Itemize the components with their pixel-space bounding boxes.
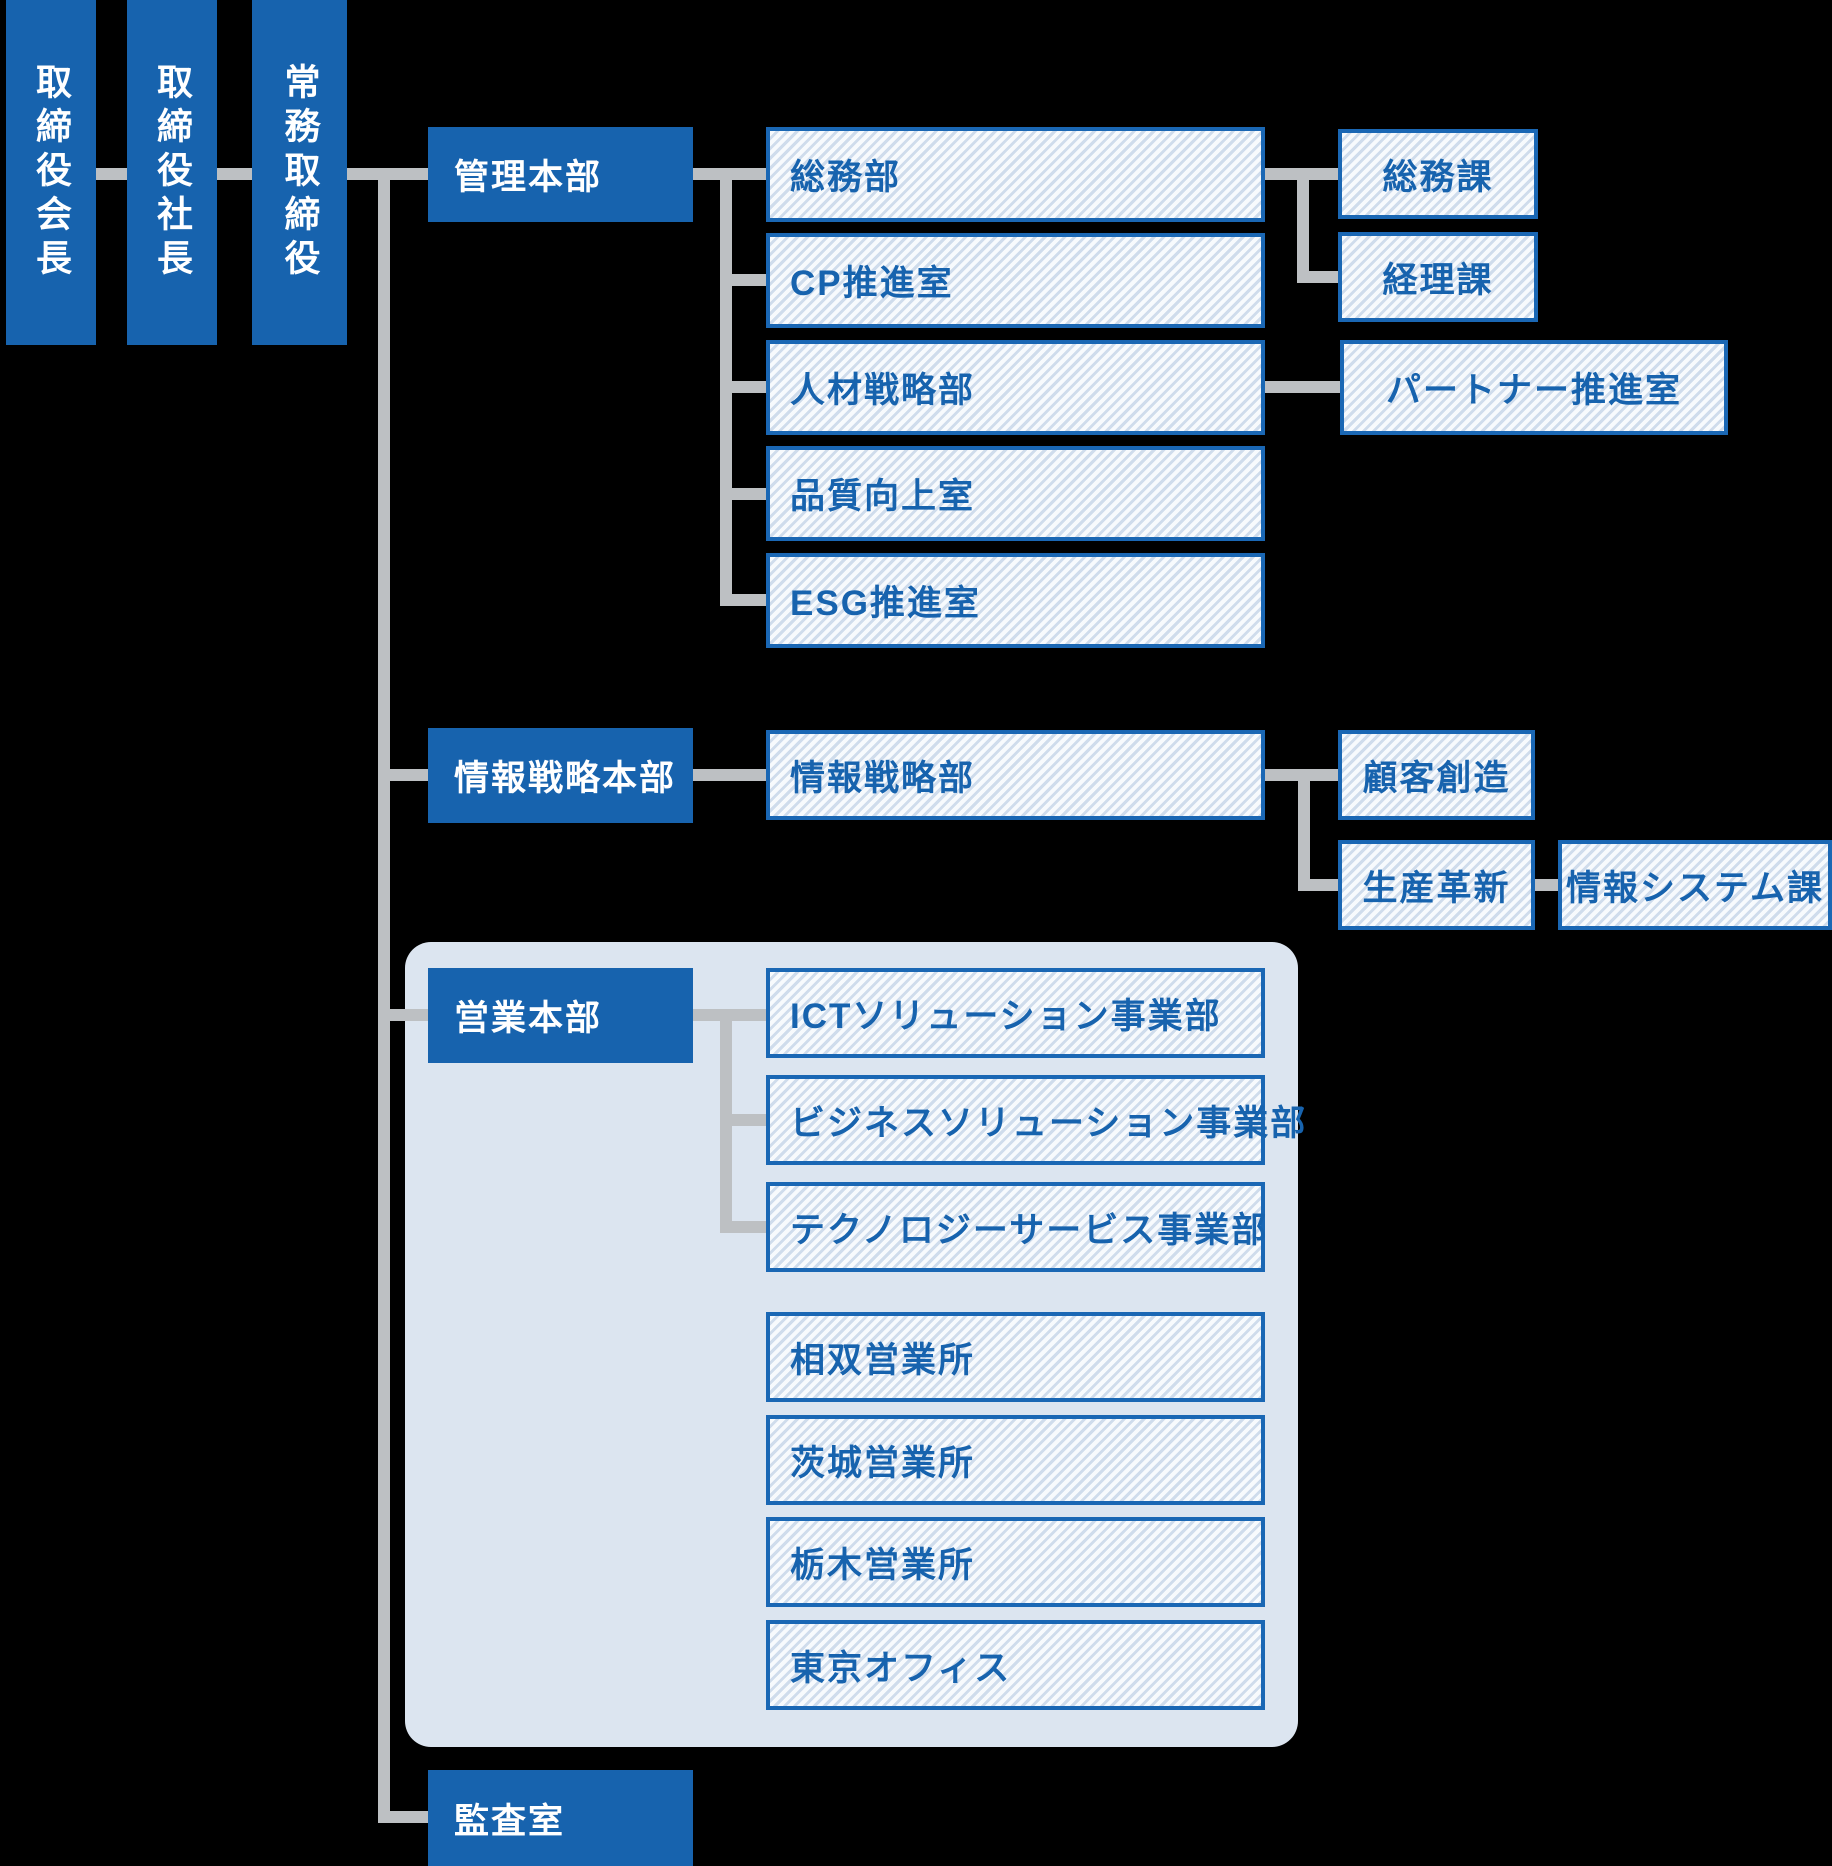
- connector-seisan-system: [1534, 879, 1558, 891]
- connector-sales-stub-tech: [720, 1221, 766, 1233]
- node-business-solution-dept: ビジネスソリューション事業部: [766, 1075, 1305, 1165]
- connector-admin-stub-hinshitsu: [720, 488, 766, 500]
- node-hr-strategy-dept: 人材戦略部: [766, 340, 1265, 435]
- node-general-affairs-section: 総務課: [1338, 129, 1538, 219]
- exec-president: 取締役社長: [127, 0, 217, 345]
- node-quality-improvement-office: 品質向上室: [766, 446, 1265, 541]
- connector-admin-stub-cp: [720, 274, 766, 286]
- connector-sales-stub-business: [720, 1114, 766, 1126]
- node-general-affairs-dept: 総務部: [766, 127, 1265, 222]
- node-tokyo-office: 東京オフィス: [766, 1620, 1265, 1710]
- connector-admin-stub-jinzai: [720, 381, 766, 393]
- node-production-innovation: 生産革新: [1338, 840, 1535, 930]
- node-customer-creation: 顧客創造: [1338, 730, 1535, 820]
- node-soso-sales-office: 相双営業所: [766, 1312, 1265, 1402]
- connector-info-branch: [1298, 769, 1310, 891]
- connector-admin-stub-esg: [720, 594, 766, 606]
- node-esg-promotion-office: ESG推進室: [766, 553, 1265, 648]
- connector-trunk-info: [390, 769, 428, 781]
- node-admin-division: 管理本部: [428, 127, 693, 222]
- node-ict-solution-dept: ICTソリューション事業部: [766, 968, 1265, 1058]
- exec-chairman: 取締役会長: [6, 0, 96, 345]
- connector-soumu-branch: [1297, 168, 1309, 283]
- connector-soumu-stub-keiri: [1297, 271, 1338, 283]
- node-info-strategy-division: 情報戦略本部: [428, 728, 693, 823]
- node-info-strategy-dept: 情報戦略部: [766, 730, 1265, 820]
- connector-main-trunk: [378, 168, 390, 1823]
- exec-managing-director: 常務取締役: [252, 0, 347, 345]
- node-ibaraki-sales-office: 茨城営業所: [766, 1415, 1265, 1505]
- node-info-system-section: 情報システム課: [1558, 840, 1832, 930]
- node-sales-division: 営業本部: [428, 968, 693, 1063]
- node-tochigi-sales-office: 栃木営業所: [766, 1517, 1265, 1607]
- node-partner-promotion-office: パートナー推進室: [1340, 340, 1728, 435]
- node-technology-service-dept: テクノロジーサービス事業部: [766, 1182, 1266, 1272]
- node-accounting-section: 経理課: [1338, 232, 1538, 322]
- connector-jinzai-partner: [1261, 381, 1340, 393]
- node-audit-office: 監査室: [428, 1770, 693, 1866]
- node-cp-promotion-office: CP推進室: [766, 233, 1265, 328]
- connector-trunk-sales: [390, 1009, 428, 1021]
- connector-info-stub-seisan: [1298, 879, 1338, 891]
- connector-info-row: [693, 769, 766, 781]
- connector-audit-elbow: [378, 1811, 428, 1823]
